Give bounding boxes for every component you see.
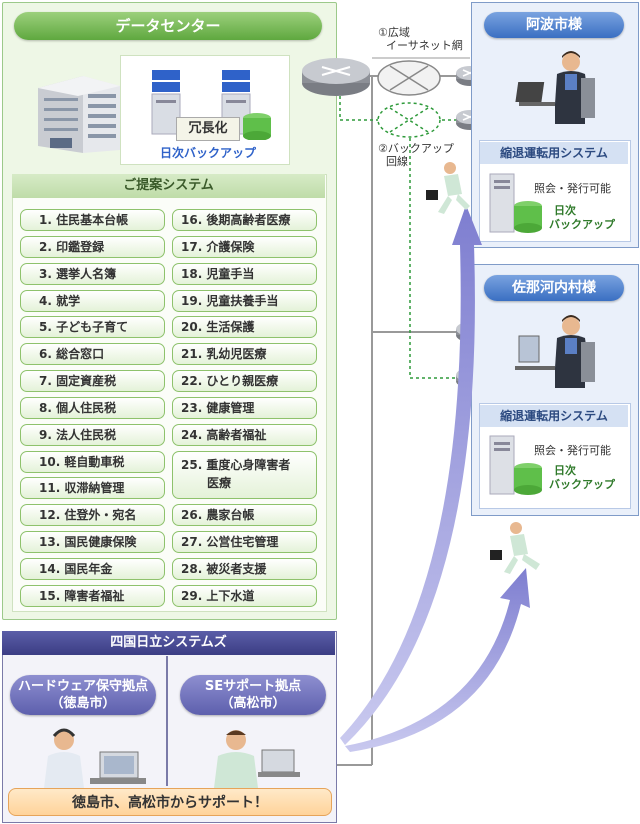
daily-backup-label: 日次バックアップ <box>159 146 256 160</box>
data-center-title: データセンター <box>14 12 322 40</box>
site-awa-inquiry: 照会・発行可能 <box>534 182 611 195</box>
redundancy-label: 冗長化 <box>176 117 240 141</box>
system-item[interactable]: 14. 国民年金 <box>20 558 165 580</box>
system-item[interactable]: 17. 介護保険 <box>172 236 317 258</box>
system-item[interactable]: 26. 農家台帳 <box>172 504 317 526</box>
system-item[interactable]: 13. 国民健康保険 <box>20 531 165 553</box>
running-staff-icon <box>426 162 470 214</box>
system-item[interactable]: 3. 選挙人名簿 <box>20 263 165 285</box>
site-sanagochi-backup-1: 日次 <box>554 464 576 477</box>
system-item[interactable]: 18. 児童手当 <box>172 263 317 285</box>
data-center-building-icon <box>38 76 120 153</box>
wan-network-icon <box>377 60 441 96</box>
system-item-25[interactable]: 25. 重度心身障害者 医療 <box>172 451 317 499</box>
server-with-disk-icon <box>489 435 542 495</box>
site-awa-backup-1: 日次 <box>554 204 576 217</box>
wan-label-2: イーサネット網 <box>386 39 463 52</box>
site-sanagochi-subtitle: 縮退運転用システム <box>480 405 628 427</box>
system-item[interactable]: 15. 障害者福祉 <box>20 585 165 607</box>
site-awa-backup-2: バックアップ <box>549 218 615 231</box>
system-item[interactable]: 19. 児童扶養手当 <box>172 290 317 312</box>
se-support-label: SEサポート拠点 <box>204 679 302 694</box>
backup-line-label-2: 回線 <box>386 155 408 168</box>
system-item[interactable]: 23. 健康管理 <box>172 397 317 419</box>
system-item[interactable]: 7. 固定資産税 <box>20 370 165 392</box>
system-item[interactable]: 9. 法人住民税 <box>20 424 165 446</box>
system-item[interactable]: 2. 印鑑登録 <box>20 236 165 258</box>
system-item[interactable]: 24. 高齢者福祉 <box>172 424 317 446</box>
hw-maintenance-base: ハードウェア保守拠点 （徳島市） <box>10 675 156 715</box>
site-sanagochi-inquiry: 照会・発行可能 <box>534 444 611 457</box>
system-item[interactable]: 1. 住民基本台帳 <box>20 209 165 231</box>
proposal-title: ご提案システム <box>12 174 325 198</box>
support-arrow-awa <box>340 205 482 745</box>
operator-headset-icon <box>44 728 146 788</box>
backup-box <box>120 55 290 165</box>
site-awa-title: 阿波市様 <box>484 12 624 38</box>
divider <box>166 656 168 786</box>
hw-maintenance-label: ハードウェア保守拠点 <box>17 679 148 694</box>
system-item[interactable]: 21. 乳幼児医療 <box>172 343 317 365</box>
system-item[interactable]: 27. 公営住宅管理 <box>172 531 317 553</box>
server-with-disk-icon <box>489 173 542 233</box>
wan-label-1: ①広域 <box>378 26 410 39</box>
se-support-city: （高松市） <box>220 696 286 711</box>
system-item[interactable]: 6. 総合窓口 <box>20 343 165 365</box>
backup-line-label-1: ②バックアップ <box>378 142 454 155</box>
support-arrow-sanagochi <box>345 568 530 752</box>
system-item[interactable]: 8. 個人住民税 <box>20 397 165 419</box>
system-item[interactable]: 16. 後期高齢者医療 <box>172 209 317 231</box>
office-worker-icon <box>515 51 595 124</box>
system-item[interactable]: 28. 被災者支援 <box>172 558 317 580</box>
system-item-25-line1: 25. 重度心身障害者 <box>181 458 291 472</box>
system-item[interactable]: 12. 住登外・宛名 <box>20 504 165 526</box>
system-item[interactable]: 20. 生活保護 <box>172 316 317 338</box>
system-item[interactable]: 10. 軽自動車税 <box>20 451 165 473</box>
office-worker-icon <box>515 315 595 388</box>
system-item[interactable]: 11. 収滞納管理 <box>20 477 165 499</box>
engineer-laptop-icon <box>214 730 300 788</box>
se-support-base: SEサポート拠点 （高松市） <box>180 675 326 715</box>
system-item[interactable]: 29. 上下水道 <box>172 585 317 607</box>
site-sanagochi-title: 佐那河内村様 <box>484 275 624 301</box>
backup-network-icon <box>377 102 441 138</box>
hw-maintenance-city: （徳島市） <box>50 696 116 711</box>
system-item[interactable]: 5. 子ども子育て <box>20 316 165 338</box>
system-item[interactable]: 4. 就学 <box>20 290 165 312</box>
shikoku-hitachi-title: 四国日立システムズ <box>2 631 335 655</box>
site-sanagochi-backup-2: バックアップ <box>549 478 615 491</box>
system-item[interactable]: 22. ひとり親医療 <box>172 370 317 392</box>
running-staff-icon <box>490 522 540 574</box>
main-router-icon <box>302 58 370 96</box>
site-awa-subtitle: 縮退運転用システム <box>480 142 628 164</box>
system-item-25-line2: 医療 <box>207 476 232 490</box>
support-banner: 徳島市、高松市からサポート！ <box>8 788 332 816</box>
